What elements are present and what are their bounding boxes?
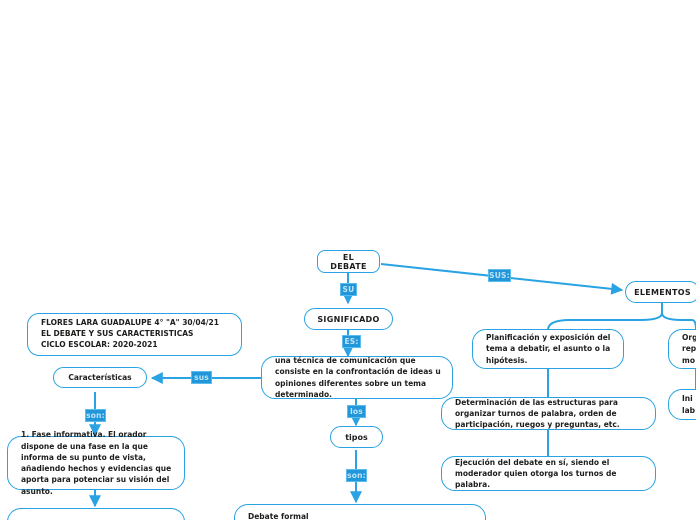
node-planificacion[interactable]: Planificación y exposición del tema a de… [472,329,624,369]
node-determinacion-label: Determinación de las estructuras para or… [455,397,620,430]
tag-es-label: ES: [344,336,359,346]
tag-son-tipos-label: son: [347,470,366,480]
connector-elementos-branch-left [547,312,663,331]
node-planificacion-label: Planificación y exposición del tema a de… [486,333,611,365]
node-root-label: EL DEBATE [330,252,367,271]
node-debate-formal[interactable]: Debate formal [234,504,486,520]
tag-son-caracteristicas: son: [85,409,106,422]
node-definicion[interactable]: una técnica de comunicación que consiste… [261,356,453,399]
node-tipos[interactable]: tipos [330,426,383,448]
node-inicio[interactable]: Ini lab [668,389,696,420]
tag-sus-elementos: SUS: [488,269,511,282]
node-fase-informativa-label: 1. Fase informativa. El orador dispone d… [21,430,172,496]
node-organizacion[interactable]: Org rep mo [668,329,696,369]
node-header[interactable]: FLORES LARA GUADALUPE 4° "A" 30/04/21 EL… [27,313,242,356]
node-header-label: FLORES LARA GUADALUPE 4° "A" 30/04/21 EL… [41,318,219,349]
tag-los-label: los [350,406,363,416]
tag-son-tipos: son: [346,469,367,482]
node-ejecucion-label: Ejecución del debate en sí, siendo el mo… [455,457,617,490]
node-significado[interactable]: SIGNIFICADO [304,308,393,330]
node-tipos-label: tipos [345,432,368,442]
node-definicion-label: una técnica de comunicación que consiste… [275,356,441,399]
node-inicio-label: Ini lab [682,394,696,415]
tag-sus-caracteristicas: sus [191,371,212,384]
tag-son-caracteristicas-label: son: [86,410,105,420]
tag-es: ES: [342,335,361,348]
node-debate-formal-label: Debate formal [248,512,309,520]
tag-sus-elementos-label: SUS: [489,270,510,280]
tag-sus-caracteristicas-label: sus [194,372,209,382]
node-root[interactable]: EL DEBATE [317,250,380,273]
node-ejecucion[interactable]: Ejecución del debate en sí, siendo el mo… [441,456,656,491]
node-caracteristicas-label: Características [68,373,132,382]
node-elementos[interactable]: ELEMENTOS [625,281,696,303]
node-organizacion-label: Org rep mo [682,333,696,365]
node-caracteristicas[interactable]: Características [53,367,147,388]
tag-su-label: SU [342,284,355,294]
connector-elementos-branch-right [661,312,696,331]
tag-los: los [347,405,366,418]
node-fase-siguiente[interactable] [7,508,185,520]
node-significado-label: SIGNIFICADO [317,314,380,324]
node-fase-informativa[interactable]: 1. Fase informativa. El orador dispone d… [7,430,185,496]
node-determinacion[interactable]: Determinación de las estructuras para or… [441,397,656,430]
node-elementos-label: ELEMENTOS [634,287,691,297]
tag-su: SU [340,283,357,296]
